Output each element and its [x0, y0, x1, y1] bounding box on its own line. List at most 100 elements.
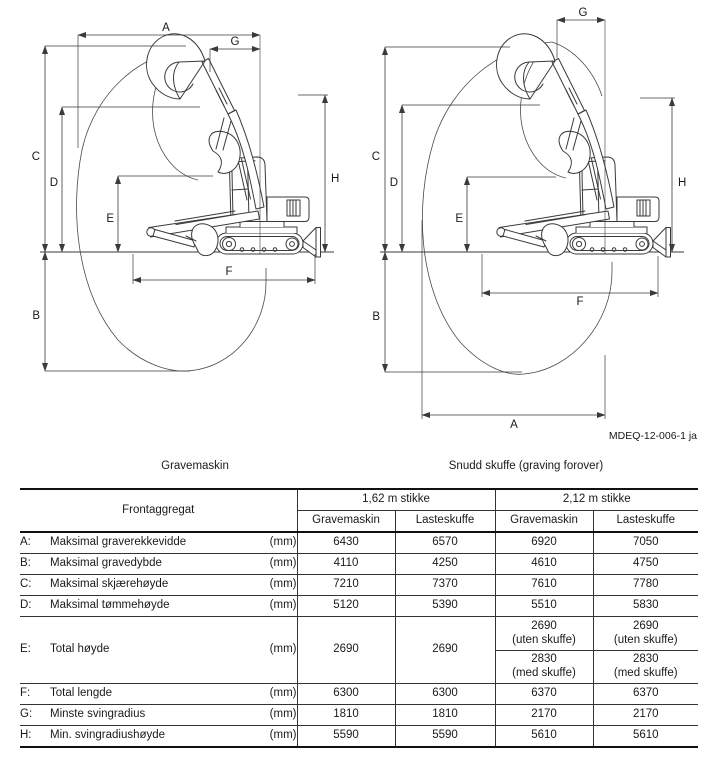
cell-value: 5590: [296, 725, 395, 748]
row-name: Minste svingradius: [50, 704, 247, 726]
dim-label-h-left: H: [331, 173, 339, 185]
cell-value: 6300: [296, 683, 395, 705]
caption-snudd-skuffe: Snudd skuffe (graving forover): [448, 460, 604, 472]
table-row: C: Maksimal skjærehøyde (mm) 7210 7370 7…: [20, 574, 698, 596]
row-name: Maksimal skjærehøyde: [50, 574, 247, 596]
row-letter: G:: [20, 704, 50, 726]
cell-value: 2690: [394, 616, 495, 684]
cell-value: 2170: [592, 704, 698, 726]
cell-value: 6370: [494, 683, 593, 705]
dim-label-e-left: E: [106, 213, 114, 225]
row-unit: (mm): [247, 574, 297, 596]
drawing-code: MDEQ-12-006-1 ja: [608, 430, 697, 442]
cell-value: 7050: [592, 532, 698, 554]
cell-value: 1810: [394, 704, 495, 726]
row-unit: (mm): [247, 553, 297, 575]
row-name: Total lengde: [50, 683, 247, 705]
subheader-gravemaskin-1: Gravemaskin: [296, 510, 395, 533]
row-letter: E:: [20, 616, 50, 684]
cell-value: 5590: [394, 725, 495, 748]
cell-value: 4750: [592, 553, 698, 575]
value-uten-skuffe: 2690(uten skuffe): [593, 618, 698, 651]
cell-value: 4250: [394, 553, 495, 575]
dim-label-g-right: G: [579, 7, 588, 19]
cell-value: 4110: [296, 553, 395, 575]
dim-label-b-left: B: [32, 310, 40, 322]
dim-label-b-right: B: [372, 311, 380, 323]
caption-gravemaskin: Gravemaskin: [161, 460, 229, 472]
cell-value: 7780: [592, 574, 698, 596]
row-letter: B:: [20, 553, 50, 575]
dim-label-a-left: A: [162, 22, 170, 34]
dim-label-d-left: D: [50, 177, 58, 189]
header-stikke-162: 1,62 m stikke: [296, 489, 495, 511]
subheader-lasteskuffe-2: Lasteskuffe: [592, 510, 698, 533]
table-header-groups: Frontaggregat 1,62 m stikke 2,12 m stikk…: [20, 489, 698, 533]
table-header-sub: Gravemaskin Lasteskuffe Gravemaskin Last…: [20, 510, 698, 533]
cell-value: 2690: [296, 616, 395, 684]
dimension-lines-right: [382, 17, 675, 419]
table-row: G: Minste svingradius (mm) 1810 1810 217…: [20, 704, 698, 726]
cell-value: 7370: [394, 574, 495, 596]
row-letter: D:: [20, 595, 50, 617]
row-unit: (mm): [247, 532, 297, 554]
cell-value: 6370: [592, 683, 698, 705]
cell-value: 5830: [592, 595, 698, 617]
subheader-lasteskuffe-1: Lasteskuffe: [394, 510, 495, 533]
row-letter: H:: [20, 725, 50, 748]
cell-value: 6570: [394, 532, 495, 554]
table-row: H: Min. svingradiushøyde (mm) 5590 5590 …: [20, 725, 698, 748]
row-unit: (mm): [247, 704, 297, 726]
cell-value: 5510: [494, 595, 593, 617]
dim-label-e-right: E: [455, 213, 463, 225]
excavator-right: [496, 33, 671, 258]
table-row-total-hoyde: E: Total høyde (mm) 2690 2690 2690(uten …: [20, 616, 698, 684]
cell-value: 7610: [494, 574, 593, 596]
cell-value-split: 2690(uten skuffe) 2830(med skuffe): [494, 616, 593, 684]
table-row: D: Maksimal tømmehøyde (mm) 5120 5390 55…: [20, 595, 698, 617]
diagram-right-snudd-skuffe: G C D E H B F A: [372, 7, 687, 431]
header-frontaggregat: Frontaggregat: [20, 489, 297, 533]
dim-label-h-right: H: [678, 177, 686, 189]
row-unit: (mm): [247, 616, 297, 684]
row-name: Maksimal gravedybde: [50, 553, 247, 575]
excavator-left: [146, 33, 321, 258]
excavator-dimension-diagrams: A G C D E H B F: [32, 7, 687, 431]
cell-value: 5390: [394, 595, 495, 617]
row-unit: (mm): [247, 725, 297, 748]
subheader-gravemaskin-2: Gravemaskin: [494, 510, 593, 533]
row-letter: C:: [20, 574, 50, 596]
table-row: F: Total lengde (mm) 6300 6300 6370 6370: [20, 683, 698, 705]
cell-value: 6920: [494, 532, 593, 554]
working-envelope-right: [422, 41, 613, 375]
value-uten-skuffe: 2690(uten skuffe): [495, 618, 593, 651]
table-row: A: Maksimal graverekkevidde (mm) 6430 65…: [20, 532, 698, 554]
cell-value: 2170: [494, 704, 593, 726]
value-med-skuffe: 2830(med skuffe): [512, 653, 576, 679]
cell-value: 5610: [592, 725, 698, 748]
cell-value: 5610: [494, 725, 593, 748]
cell-value-split: 2690(uten skuffe) 2830(med skuffe): [592, 616, 698, 684]
header-stikke-212: 2,12 m stikke: [494, 489, 698, 511]
dimension-lines-left: [42, 32, 328, 372]
cell-value: 1810: [296, 704, 395, 726]
dim-label-g-left: G: [231, 36, 240, 48]
row-letter: F:: [20, 683, 50, 705]
cell-value: 6430: [296, 532, 395, 554]
row-name: Maksimal graverekkevidde: [50, 532, 247, 554]
row-letter: A:: [20, 532, 50, 554]
table-row: B: Maksimal gravedybde (mm) 4110 4250 46…: [20, 553, 698, 575]
row-unit: (mm): [247, 683, 297, 705]
dim-label-a-right: A: [510, 419, 518, 431]
row-name: Min. svingradiushøyde: [50, 725, 247, 748]
cell-value: 6300: [394, 683, 495, 705]
dim-label-c-left: C: [32, 151, 40, 163]
cell-value: 4610: [494, 553, 593, 575]
row-unit: (mm): [247, 595, 297, 617]
dim-label-c-right: C: [372, 151, 380, 163]
row-name: Total høyde: [50, 616, 247, 684]
cell-value: 5120: [296, 595, 395, 617]
dim-label-d-right: D: [390, 177, 398, 189]
spec-table: Frontaggregat 1,62 m stikke 2,12 m stikk…: [20, 488, 698, 748]
